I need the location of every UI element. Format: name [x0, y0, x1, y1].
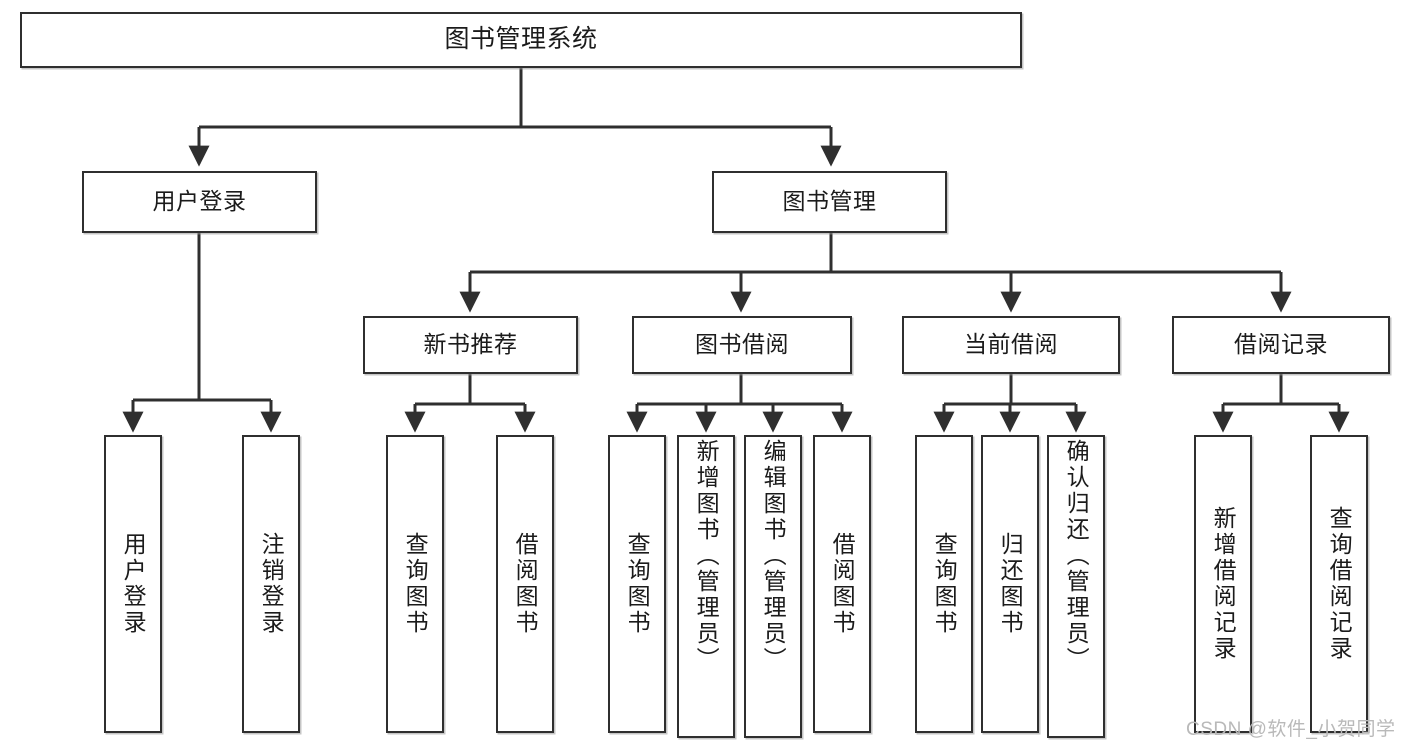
node-leaf-add-book[interactable]: 新增图书（管理员）	[677, 435, 735, 738]
node-borrow-record[interactable]: 借阅记录	[1172, 316, 1390, 374]
csdn-watermark: CSDN @软件_小贺同学	[1186, 719, 1396, 740]
node-leaf-borrow-book-2[interactable]: 借阅图书	[813, 435, 871, 733]
node-leaf-query-book-3-label: 查询图书	[931, 532, 958, 636]
node-leaf-confirm-return-label: 确认归还（管理员）	[1063, 439, 1090, 673]
node-book-borrow-label: 图书借阅	[695, 331, 789, 358]
node-leaf-return-book-label: 归还图书	[997, 532, 1024, 636]
node-leaf-query-book-2-label: 查询图书	[624, 532, 651, 636]
node-user-login[interactable]: 用户登录	[82, 171, 317, 233]
node-root[interactable]: 图书管理系统	[20, 12, 1022, 68]
node-borrow-record-label: 借阅记录	[1234, 331, 1328, 358]
node-leaf-add-record-label: 新增借阅记录	[1210, 506, 1237, 662]
node-current-borrow-label: 当前借阅	[964, 331, 1058, 358]
node-current-borrow[interactable]: 当前借阅	[902, 316, 1120, 374]
node-book-borrow[interactable]: 图书借阅	[632, 316, 852, 374]
node-book-manage-label: 图书管理	[782, 188, 877, 215]
node-leaf-logout[interactable]: 注销登录	[242, 435, 300, 733]
node-leaf-user-login[interactable]: 用户登录	[104, 435, 162, 733]
node-leaf-edit-book-label: 编辑图书（管理员）	[760, 439, 787, 673]
node-new-book-recommend-label: 新书推荐	[423, 331, 518, 358]
node-new-book-recommend[interactable]: 新书推荐	[363, 316, 578, 374]
node-leaf-borrow-book-2-label: 借阅图书	[829, 532, 856, 636]
node-leaf-query-book-3[interactable]: 查询图书	[915, 435, 973, 733]
node-leaf-borrow-book-1[interactable]: 借阅图书	[496, 435, 554, 733]
node-leaf-query-book-1-label: 查询图书	[402, 532, 429, 636]
node-leaf-logout-label: 注销登录	[258, 532, 285, 636]
node-leaf-add-record[interactable]: 新增借阅记录	[1194, 435, 1252, 733]
node-root-label: 图书管理系统	[444, 25, 598, 54]
node-leaf-query-book-1[interactable]: 查询图书	[386, 435, 444, 733]
node-leaf-user-login-label: 用户登录	[120, 532, 147, 636]
node-leaf-edit-book[interactable]: 编辑图书（管理员）	[744, 435, 802, 738]
node-book-manage[interactable]: 图书管理	[712, 171, 947, 233]
node-leaf-return-book[interactable]: 归还图书	[981, 435, 1039, 733]
node-leaf-add-book-label: 新增图书（管理员）	[693, 439, 720, 673]
node-leaf-query-record-label: 查询借阅记录	[1326, 506, 1353, 662]
node-leaf-query-record[interactable]: 查询借阅记录	[1310, 435, 1368, 733]
node-leaf-borrow-book-1-label: 借阅图书	[512, 532, 539, 636]
node-leaf-query-book-2[interactable]: 查询图书	[608, 435, 666, 733]
node-leaf-confirm-return[interactable]: 确认归还（管理员）	[1047, 435, 1105, 738]
node-user-login-label: 用户登录	[152, 188, 247, 215]
